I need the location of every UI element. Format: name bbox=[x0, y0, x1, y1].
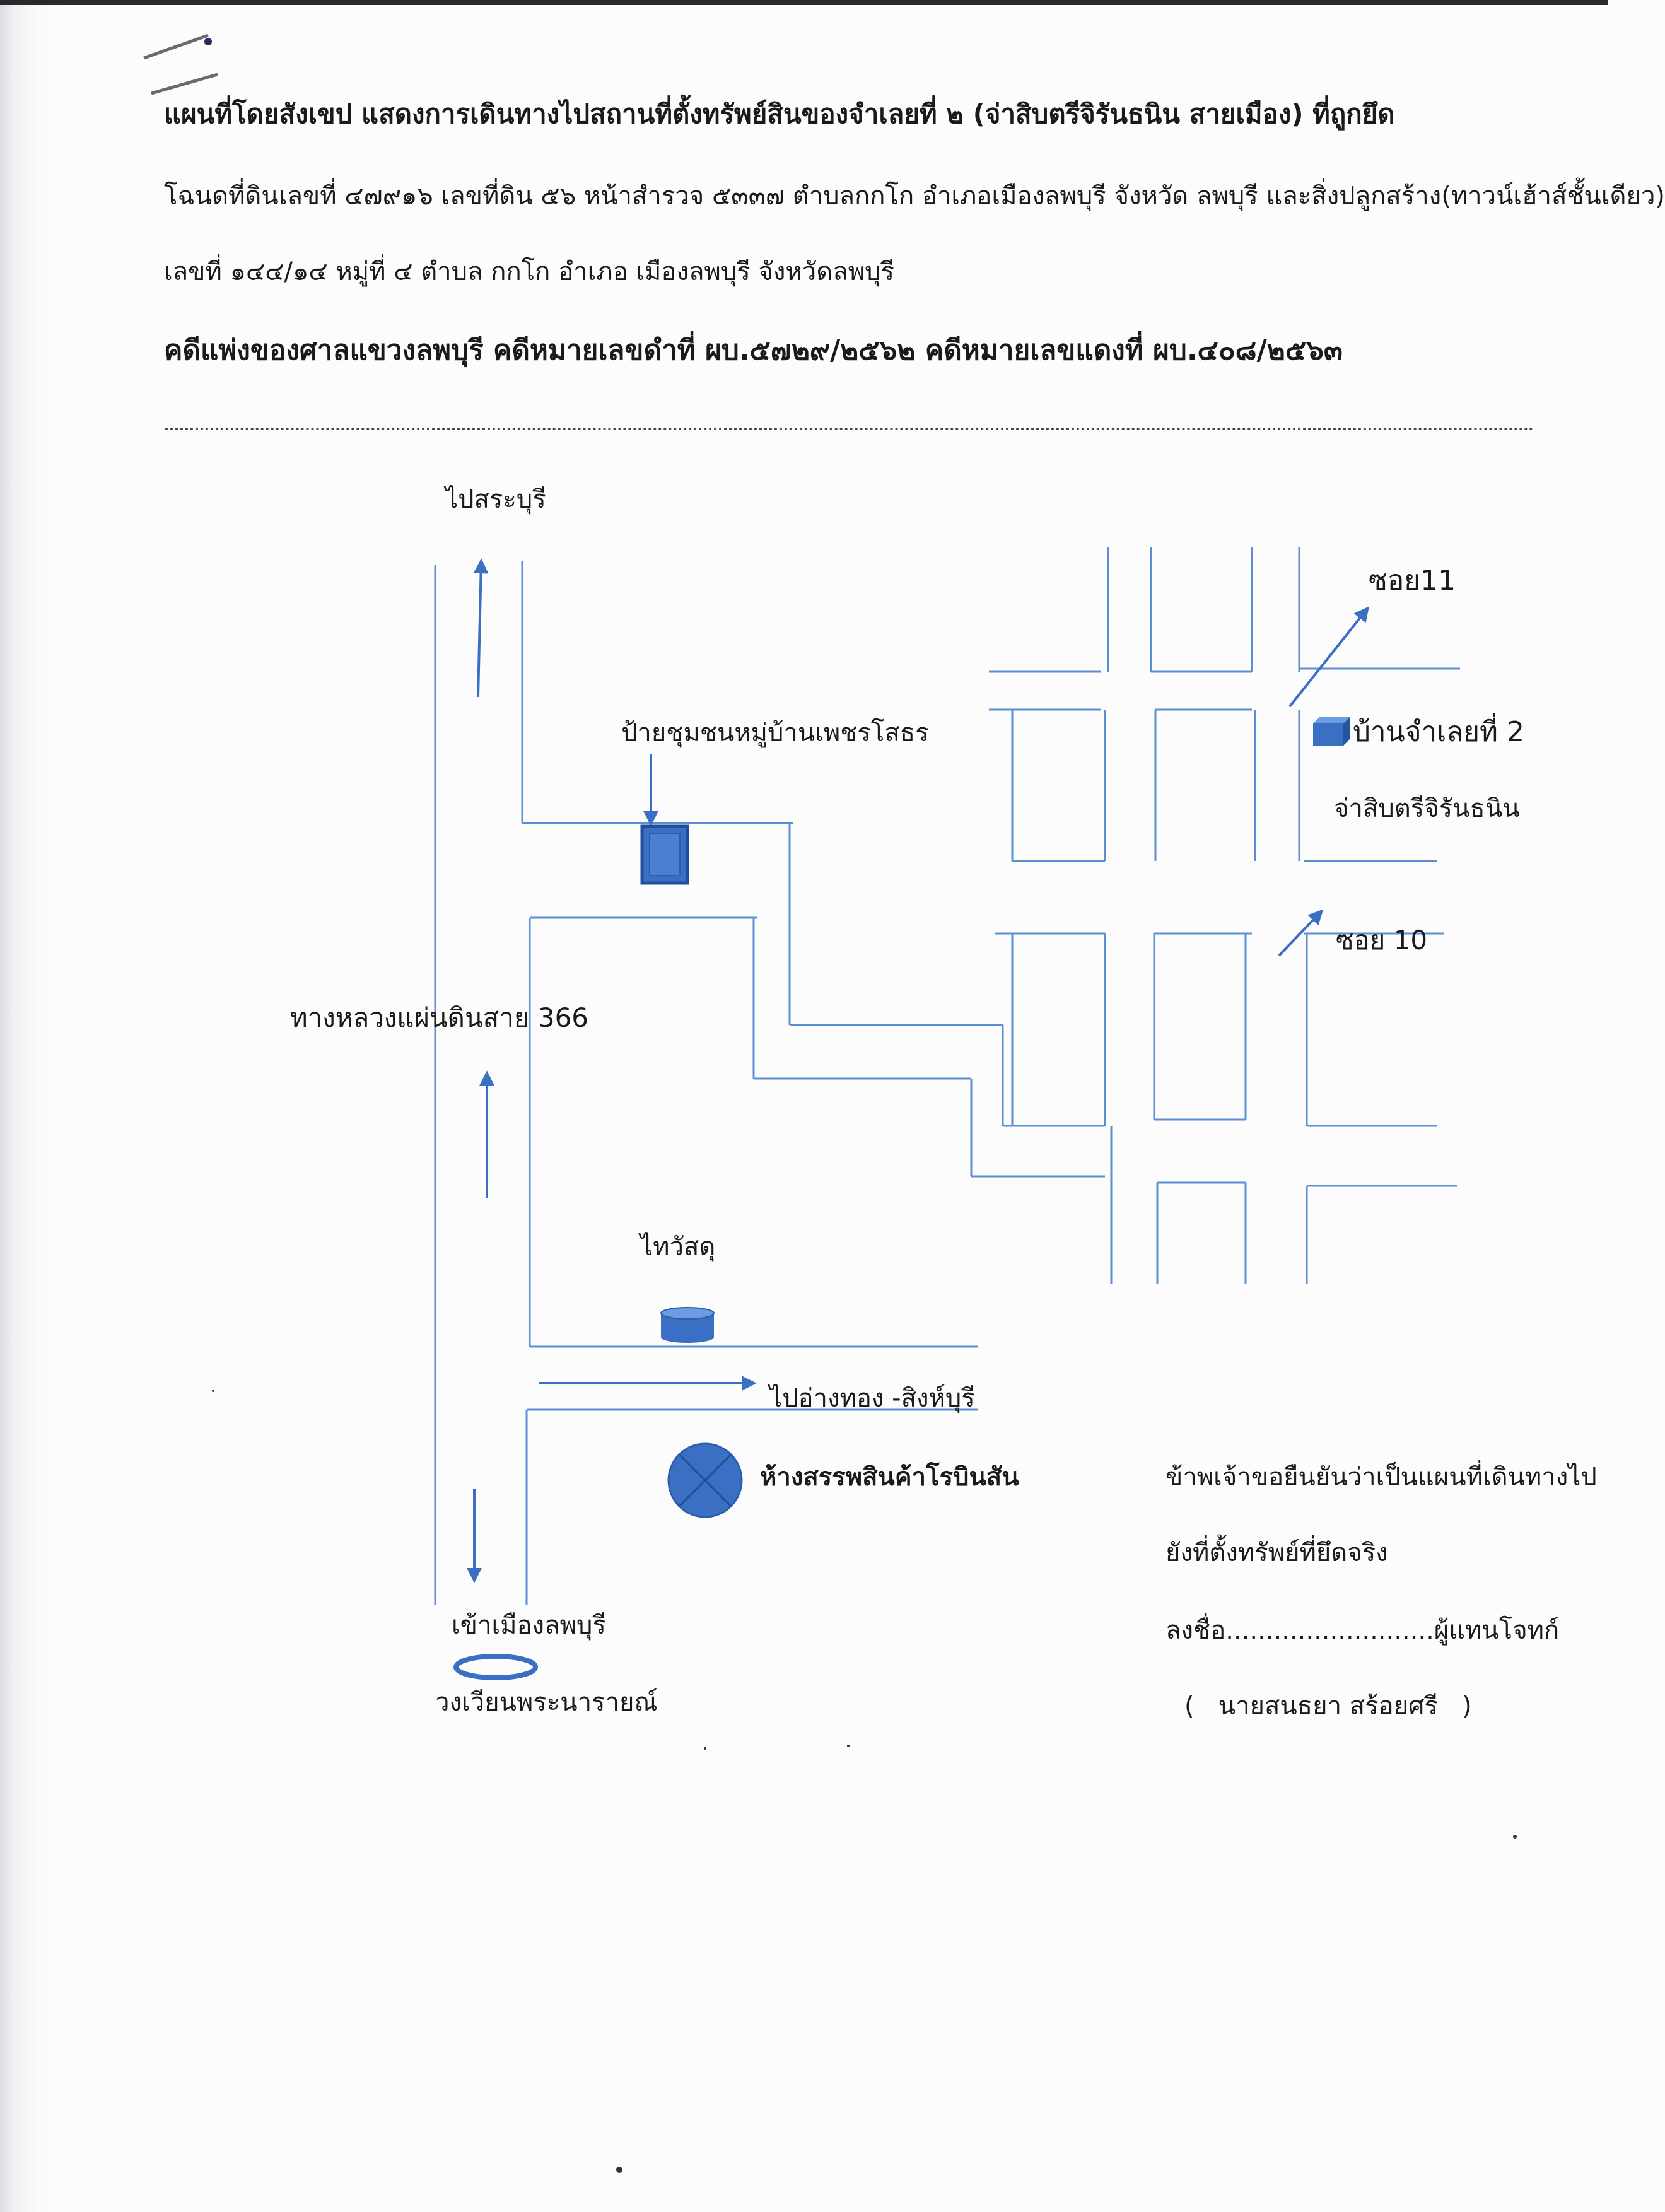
header-title-line: แผนที่โดยสังเขป แสดงการเดินทางไปสถานที่ต… bbox=[164, 98, 1395, 129]
scan-edge-shadow bbox=[0, 0, 69, 2212]
route-map: ไปสระบุรี ซอย11 ป้ายชุมชนหมู่บ้านเพชรโสธ… bbox=[143, 33, 1597, 2173]
arrow-ne-icon bbox=[1288, 606, 1369, 708]
header-deed-line: โฉนดที่ดินเลขที่ ๔๗๙๑๖ เลขที่ดิน ๕๖ หน้า… bbox=[164, 182, 1665, 211]
label-to-angthong-singburi: ไปอ่างทอง -สิงห์บุรี bbox=[768, 1384, 975, 1413]
direction-arrows bbox=[467, 558, 1369, 1583]
label-soi-11: ซอย11 bbox=[1369, 565, 1456, 597]
cube-marker-icon bbox=[1313, 717, 1350, 746]
label-defendant-house: บ้านจำเลยที่ 2 bbox=[1353, 712, 1524, 748]
certification-statement-1: ข้าพเจ้าขอยืนยันว่าเป็นแผนที่เดินทางไป bbox=[1166, 1460, 1597, 1492]
signatory-name: ( นายสนธยา สร้อยศรี ) bbox=[1184, 1692, 1472, 1721]
label-soi-10: ซอย 10 bbox=[1336, 925, 1427, 956]
label-community-sign: ป้ายชุมชนหมู่บ้านเพชรโสธร bbox=[621, 718, 929, 748]
label-thai-watsadu: ไทวัสดุ bbox=[638, 1232, 715, 1262]
label-defendant-name: จ่าสิบตรีจิรันธนิน bbox=[1334, 794, 1520, 823]
road-network bbox=[434, 547, 1460, 1605]
signature-line: ลงชื่อ..........................ผู้แทนโจ… bbox=[1166, 1613, 1559, 1645]
cylinder-marker-icon bbox=[660, 1307, 715, 1343]
scan-specks bbox=[212, 1390, 1517, 2173]
header-address-line: เลขที่ ๑๔๔/๑๔ หมู่ที่ ๔ ตำบล กกโก อำเภอ … bbox=[164, 257, 894, 286]
label-roundabout: วงเวียนพระนารายณ์ bbox=[435, 1688, 658, 1717]
arrow-ne-icon bbox=[1278, 909, 1324, 957]
label-robinson: ห้างสรรพสินค้าโรบินสัน bbox=[760, 1462, 1019, 1492]
certification-statement-2: ยังที่ตั้งทรัพย์ที่ยึดจริง bbox=[1166, 1534, 1388, 1567]
square-marker-icon bbox=[640, 824, 689, 885]
label-to-saraburi: ไปสระบุรี bbox=[443, 485, 546, 515]
scan-top-border bbox=[0, 0, 1608, 5]
ellipse-ring-icon bbox=[453, 1654, 538, 1680]
header-case-line: คดีแพ่งของศาลแขวงลพบุรี คดีหมายเลขดำที่ … bbox=[164, 334, 1343, 366]
dotted-separator bbox=[165, 428, 1534, 430]
crossed-circle-marker-icon bbox=[667, 1442, 743, 1518]
label-highway-366: ทางหลวงแผ่นดินสาย 366 bbox=[290, 1002, 588, 1033]
arrow-north-icon bbox=[473, 558, 489, 698]
label-to-lopburi: เข้าเมืองลพบุรี bbox=[452, 1611, 606, 1641]
staple-marks bbox=[143, 33, 218, 95]
